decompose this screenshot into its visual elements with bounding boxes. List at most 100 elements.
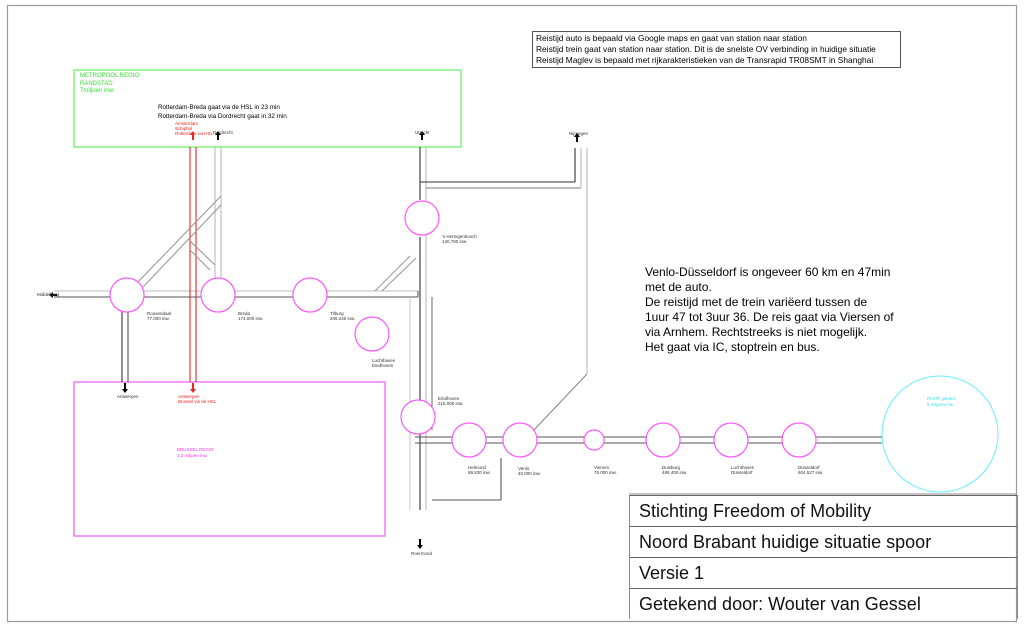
station-viersen	[583, 429, 605, 451]
station-luchthaven-dusseldorf	[713, 422, 749, 458]
station-helmond	[451, 422, 487, 458]
region-population: 7miljoen inw.	[80, 88, 115, 94]
title-block: Stichting Freedom of Mobility Noord Brab…	[629, 495, 1018, 619]
station-breda	[200, 277, 236, 313]
region-population: 5 miljoen inw.	[927, 402, 955, 407]
hsl-notes: Rotterdam-Breda gaat via de HSL in 23 mi…	[158, 104, 287, 121]
region-name: BRUSSEL REGIO	[177, 447, 214, 452]
hsl-note-line: Rotterdam-Breda gaat via de HSL in 23 mi…	[158, 104, 280, 111]
label-text: 's Hertogenbosch	[442, 234, 477, 239]
station-den-bosch	[404, 200, 440, 236]
station-tilburg	[292, 277, 328, 313]
station-circles	[109, 200, 817, 458]
info-line: Venlo-Düsseldorf is ongeveer 60 km en 47…	[645, 265, 891, 279]
label-text: Venlo	[518, 466, 530, 471]
region-name: RANDSTAD	[80, 80, 113, 87]
note-line: Reistijd auto is bepaald via Google maps…	[536, 33, 807, 43]
info-line: 1uur 47 tot 3uur 36. De reis gaat via Vi…	[645, 310, 894, 324]
arrow-up-icon	[215, 131, 221, 140]
title-drawing: Noord Brabant huidige situatie spoor	[630, 527, 1017, 558]
region-ruhr-circle	[881, 375, 999, 493]
info-line: Het gaat via IC, stoptrein en bus.	[645, 340, 820, 354]
title-organisation: Stichting Freedom of Mobility	[630, 495, 1017, 527]
label-text: Tilburg	[330, 311, 344, 316]
arrows	[49, 131, 580, 549]
arrow-down-icon	[122, 383, 128, 393]
region-name: METROPOOL REGIO	[80, 73, 140, 79]
label-text: 206.240 inw.	[330, 316, 356, 322]
title-version: Versie 1	[630, 558, 1017, 589]
region-randstad-label: METROPOOL REGIO RANDSTAD 7miljoen inw.	[80, 73, 139, 96]
label-text: 174.000 inw.	[238, 316, 264, 322]
dest-label: Antwerpen	[178, 394, 200, 399]
arrow-up-icon	[419, 131, 425, 140]
label-text: Eindhoven	[438, 396, 460, 401]
label-text: Eindhoven	[372, 363, 394, 369]
note-line: Reistijd Maglev is bepaald met rijkarakt…	[536, 55, 874, 65]
station-dusseldorf	[781, 422, 817, 458]
label-text: Breda	[238, 311, 251, 316]
region-name: RUHR gebied	[927, 396, 955, 401]
label-text: 488.400 inw.	[662, 470, 688, 476]
region-randstad-box	[73, 69, 462, 148]
dest-label: Rotterdam via HSL	[175, 131, 214, 136]
label-text: Helmond	[468, 465, 487, 470]
station-venlo	[502, 422, 538, 458]
dest-label: Schiphol	[175, 126, 193, 131]
station-eindhoven	[400, 399, 436, 435]
arrow-down-icon	[190, 383, 196, 393]
label-text: 75.000 inw.	[594, 470, 617, 476]
label-text: Duisburg	[662, 465, 681, 470]
label-text: Düsseldorf	[731, 470, 753, 476]
arrow-left-icon	[49, 292, 57, 298]
label-text: Viersen	[594, 465, 610, 470]
info-note: Venlo-Düsseldorf is ongeveer 60 km en 47…	[645, 265, 894, 355]
dest-hsl-south: Antwerpen Brussel via de HSL	[178, 394, 216, 404]
arrow-up-icon	[190, 131, 195, 140]
label-text: Luchthaven	[731, 465, 755, 470]
dest-antwerpen: Antwerpen	[117, 394, 139, 399]
dest-hsl-north: Amsterdam Schiphol Rotterdam via HSL	[175, 121, 213, 136]
region-brussel-label: BRUSSEL REGIO 1,2 miljoen inw.	[177, 447, 214, 459]
label-text: Düsseldorf	[798, 465, 820, 470]
info-line: via Arnhem. Rechtstreeks is niet mogelij…	[645, 325, 868, 339]
info-line: De reistijd met de trein variëerd tussen…	[645, 295, 868, 309]
arrow-up-icon	[574, 133, 580, 142]
region-brussel-box	[73, 381, 386, 537]
info-line: met de auto.	[645, 280, 712, 294]
page-border	[6, 4, 1018, 623]
region-population: 1,2 miljoen inw.	[177, 453, 208, 458]
label-text: 140.780 inw.	[442, 239, 468, 245]
label-text: 77.000 inw.	[147, 316, 170, 322]
dest-label: Brussel via de HSL	[178, 399, 217, 404]
label-text: 604.527 inw.	[798, 470, 824, 476]
station-duisburg	[645, 422, 681, 458]
label-text: Luchthaven	[372, 358, 396, 363]
dest-dordrecht: Dordrecht	[213, 130, 233, 135]
label-text: 216.000 inw.	[438, 401, 464, 407]
dest-middelburg: Middelburg	[37, 292, 60, 297]
station-luchthaven-eindhoven	[354, 316, 390, 352]
dest-roermond: Roermond	[411, 551, 433, 556]
label-text: 89.830 inw.	[468, 470, 491, 476]
label-text: Roosendaal	[147, 311, 172, 316]
region-ruhr-label: RUHR gebied 5 miljoen inw.	[927, 396, 955, 408]
dest-label: Amsterdam	[175, 121, 199, 126]
note-line: Reistijd trein gaat van station naar sta…	[536, 44, 876, 54]
hsl-note-line: Rotterdam-Breda via Dordrecht gaat in 32…	[158, 112, 287, 120]
dest-nijmegen: Nijmegen	[569, 131, 589, 136]
label-text: 40.000 inw.	[518, 471, 541, 477]
